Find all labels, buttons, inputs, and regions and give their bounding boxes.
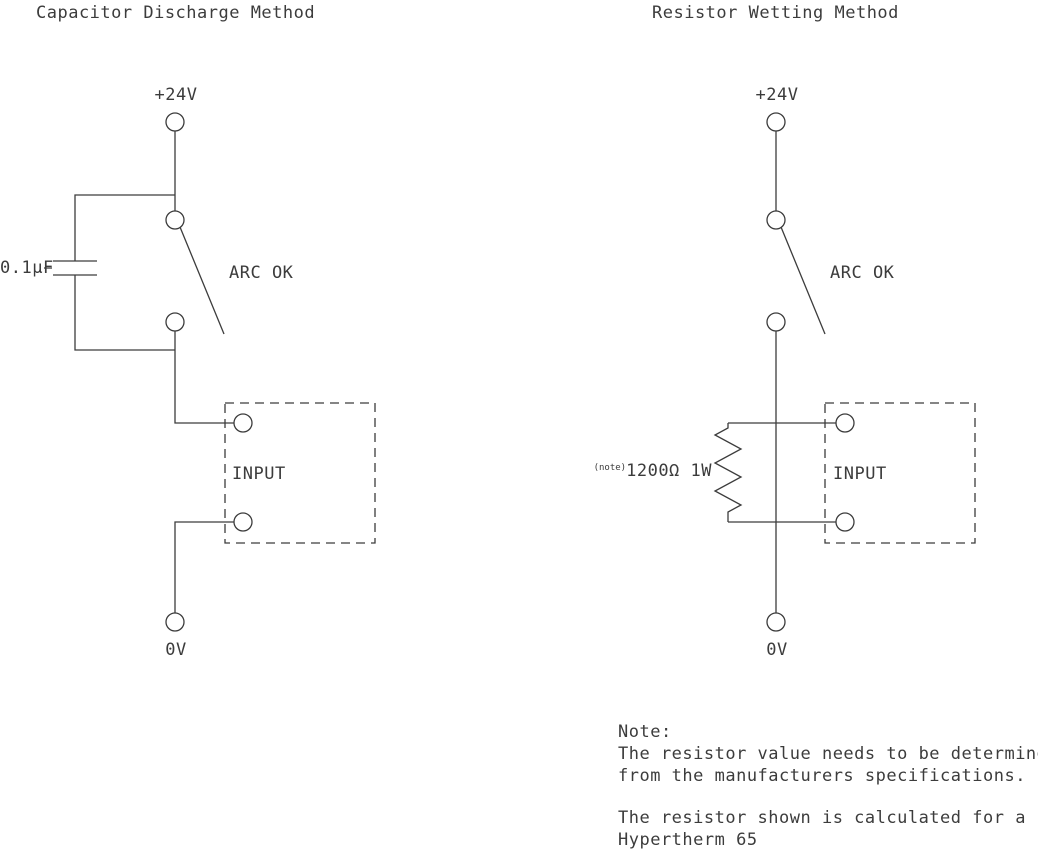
input-box	[824, 402, 976, 544]
resistor-symbol	[713, 423, 743, 522]
switch-contact-bottom	[165, 312, 185, 332]
ground-terminal	[766, 612, 786, 632]
input-box	[224, 402, 376, 544]
note-text-line-1: The resistor value needs to be determine…	[618, 744, 1038, 764]
left-switch-label: ARC OK	[229, 263, 294, 283]
input-terminal-bottom	[835, 512, 855, 532]
ground-terminal	[165, 612, 185, 632]
left-supply-label: +24V	[154, 85, 198, 105]
switch-blade	[780, 226, 826, 335]
right-ground-label: 0V	[766, 640, 788, 660]
capacitor-discharge-circuit	[44, 112, 376, 632]
switch-blade	[179, 226, 225, 335]
switch-contact-top	[766, 210, 786, 230]
right-supply-label: +24V	[755, 85, 799, 105]
right-diagram-title: Resistor Wetting Method	[652, 3, 899, 23]
resistor-wetting-circuit	[713, 112, 976, 632]
left-ground-label: 0V	[165, 640, 187, 660]
resistor-note-reference: (note)	[593, 463, 627, 473]
wire-segment	[74, 194, 175, 261]
wire-segment	[174, 331, 234, 424]
capacitor-symbol	[44, 260, 97, 276]
left-diagram-title: Capacitor Discharge Method	[36, 3, 316, 23]
supply-terminal	[766, 112, 786, 132]
switch-contact-top	[165, 210, 185, 230]
note-heading: Note:	[618, 722, 672, 742]
switch-contact-bottom	[766, 312, 786, 332]
supply-terminal	[165, 112, 185, 132]
input-terminal-bottom	[233, 512, 253, 532]
left-input-label: INPUT	[232, 464, 286, 484]
wire-segment	[74, 275, 175, 351]
right-switch-label: ARC OK	[830, 263, 895, 283]
input-terminal-top	[233, 413, 253, 433]
note-text-line-3: The resistor shown is calculated for a	[618, 808, 1026, 828]
note-text-line-2: from the manufacturers specifications.	[618, 766, 1026, 786]
wire-segment	[174, 521, 234, 613]
note-text-line-4: Hypertherm 65	[618, 830, 758, 850]
input-terminal-top	[835, 413, 855, 433]
right-input-label: INPUT	[833, 464, 887, 484]
resistor-value-label: 1200Ω 1W	[626, 461, 712, 481]
left-capacitor-label: 0.1µF	[0, 258, 54, 278]
right-resistor-label: (note)1200Ω 1W	[594, 458, 712, 481]
